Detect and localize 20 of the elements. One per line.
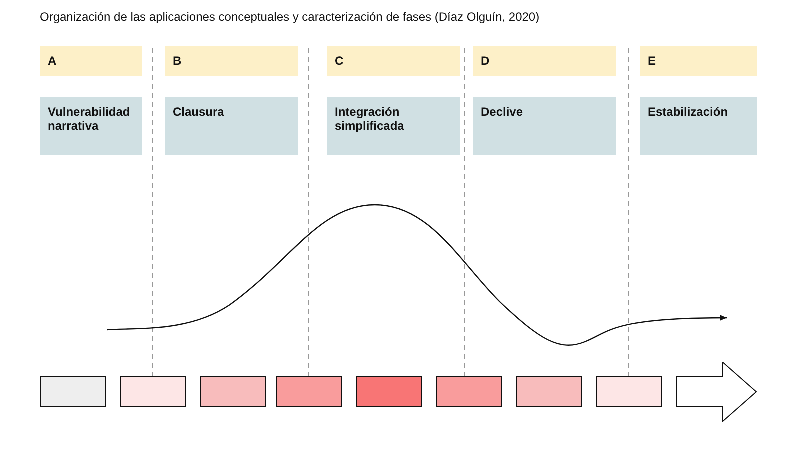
color-box xyxy=(120,376,186,407)
phase-letter-box: A xyxy=(40,46,142,76)
color-box xyxy=(436,376,502,407)
phase-letter-box: B xyxy=(165,46,298,76)
color-box xyxy=(200,376,266,407)
block-arrow xyxy=(676,362,757,422)
color-box xyxy=(356,376,422,407)
diagram-title: Organización de las aplicaciones conceptuales y caracterización de fases (Díaz Olguín, 2020) xyxy=(40,10,540,24)
phase-letter-box: E xyxy=(640,46,757,76)
color-box xyxy=(516,376,582,407)
color-box xyxy=(40,376,106,407)
phase-description-box: Integración simplificada xyxy=(327,97,460,155)
color-box xyxy=(276,376,342,407)
phase-description-box: Estabilización xyxy=(640,97,757,155)
color-box xyxy=(596,376,662,407)
phase-letter-box: C xyxy=(327,46,460,76)
phase-description-box: Clausura xyxy=(165,97,298,155)
phase-description-box: Declive xyxy=(473,97,616,155)
phase-letter-box: D xyxy=(473,46,616,76)
phase-description-box: Vulnerabilidad narrativa xyxy=(40,97,142,155)
